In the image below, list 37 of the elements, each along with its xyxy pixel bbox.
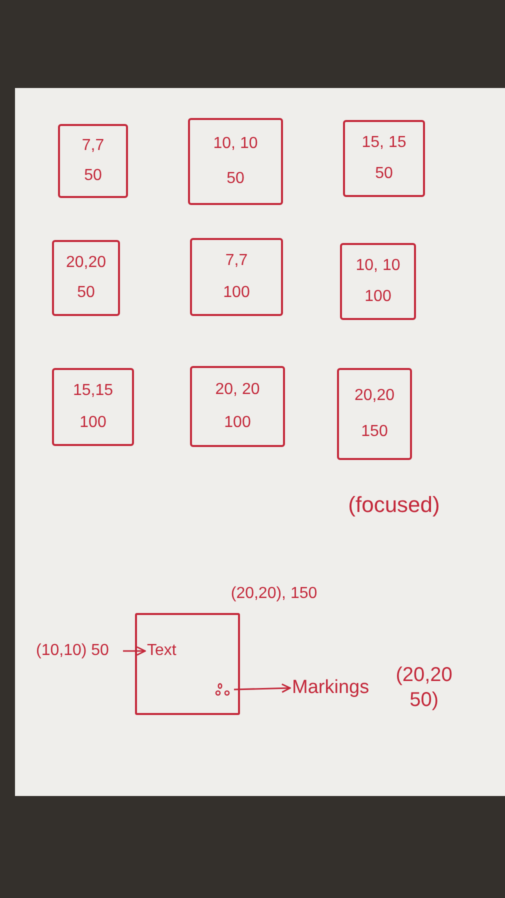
note-box (188, 118, 283, 205)
box-label: 15,15 (72, 381, 114, 402)
arrow (123, 646, 146, 656)
box-label: 15, 15 (362, 133, 406, 153)
box-label: 20,20 (66, 252, 106, 273)
box-label: 7,7 (225, 251, 248, 272)
box-label: 100 (224, 412, 251, 433)
note-text: (20,20), 150 (230, 584, 318, 604)
box-label: 150 (361, 422, 388, 442)
note-box (190, 366, 285, 447)
note-box (190, 238, 283, 316)
note-box (337, 368, 412, 460)
box-label: 100 (223, 282, 250, 303)
box-label: 20,20 (354, 386, 395, 406)
note-box (58, 124, 128, 198)
box-label: 10, 10 (356, 256, 400, 276)
box-label: 100 (80, 412, 106, 433)
dots-icon (215, 683, 231, 696)
note-box (340, 243, 416, 320)
box-label: 100 (364, 287, 392, 307)
box-label: 20, 20 (215, 380, 260, 400)
coordinate-label: (10,10) 50 (36, 640, 120, 662)
box-label: 50 (84, 166, 102, 186)
box-label: 7,7 (82, 136, 104, 156)
box-label: 50 (77, 283, 95, 304)
markings-label: Markings (292, 676, 370, 700)
note-text: (focused) (347, 491, 441, 520)
text-label: Text (147, 641, 187, 661)
note-box (52, 368, 134, 446)
note-box (52, 240, 120, 316)
arrow (234, 683, 291, 693)
box-label: 50 (226, 168, 244, 189)
frame-box (135, 613, 240, 715)
coordinate-label: (20,20 50) (394, 663, 454, 713)
box-label: 50 (375, 164, 393, 184)
note-box (343, 120, 425, 197)
box-label: 10, 10 (213, 134, 258, 154)
